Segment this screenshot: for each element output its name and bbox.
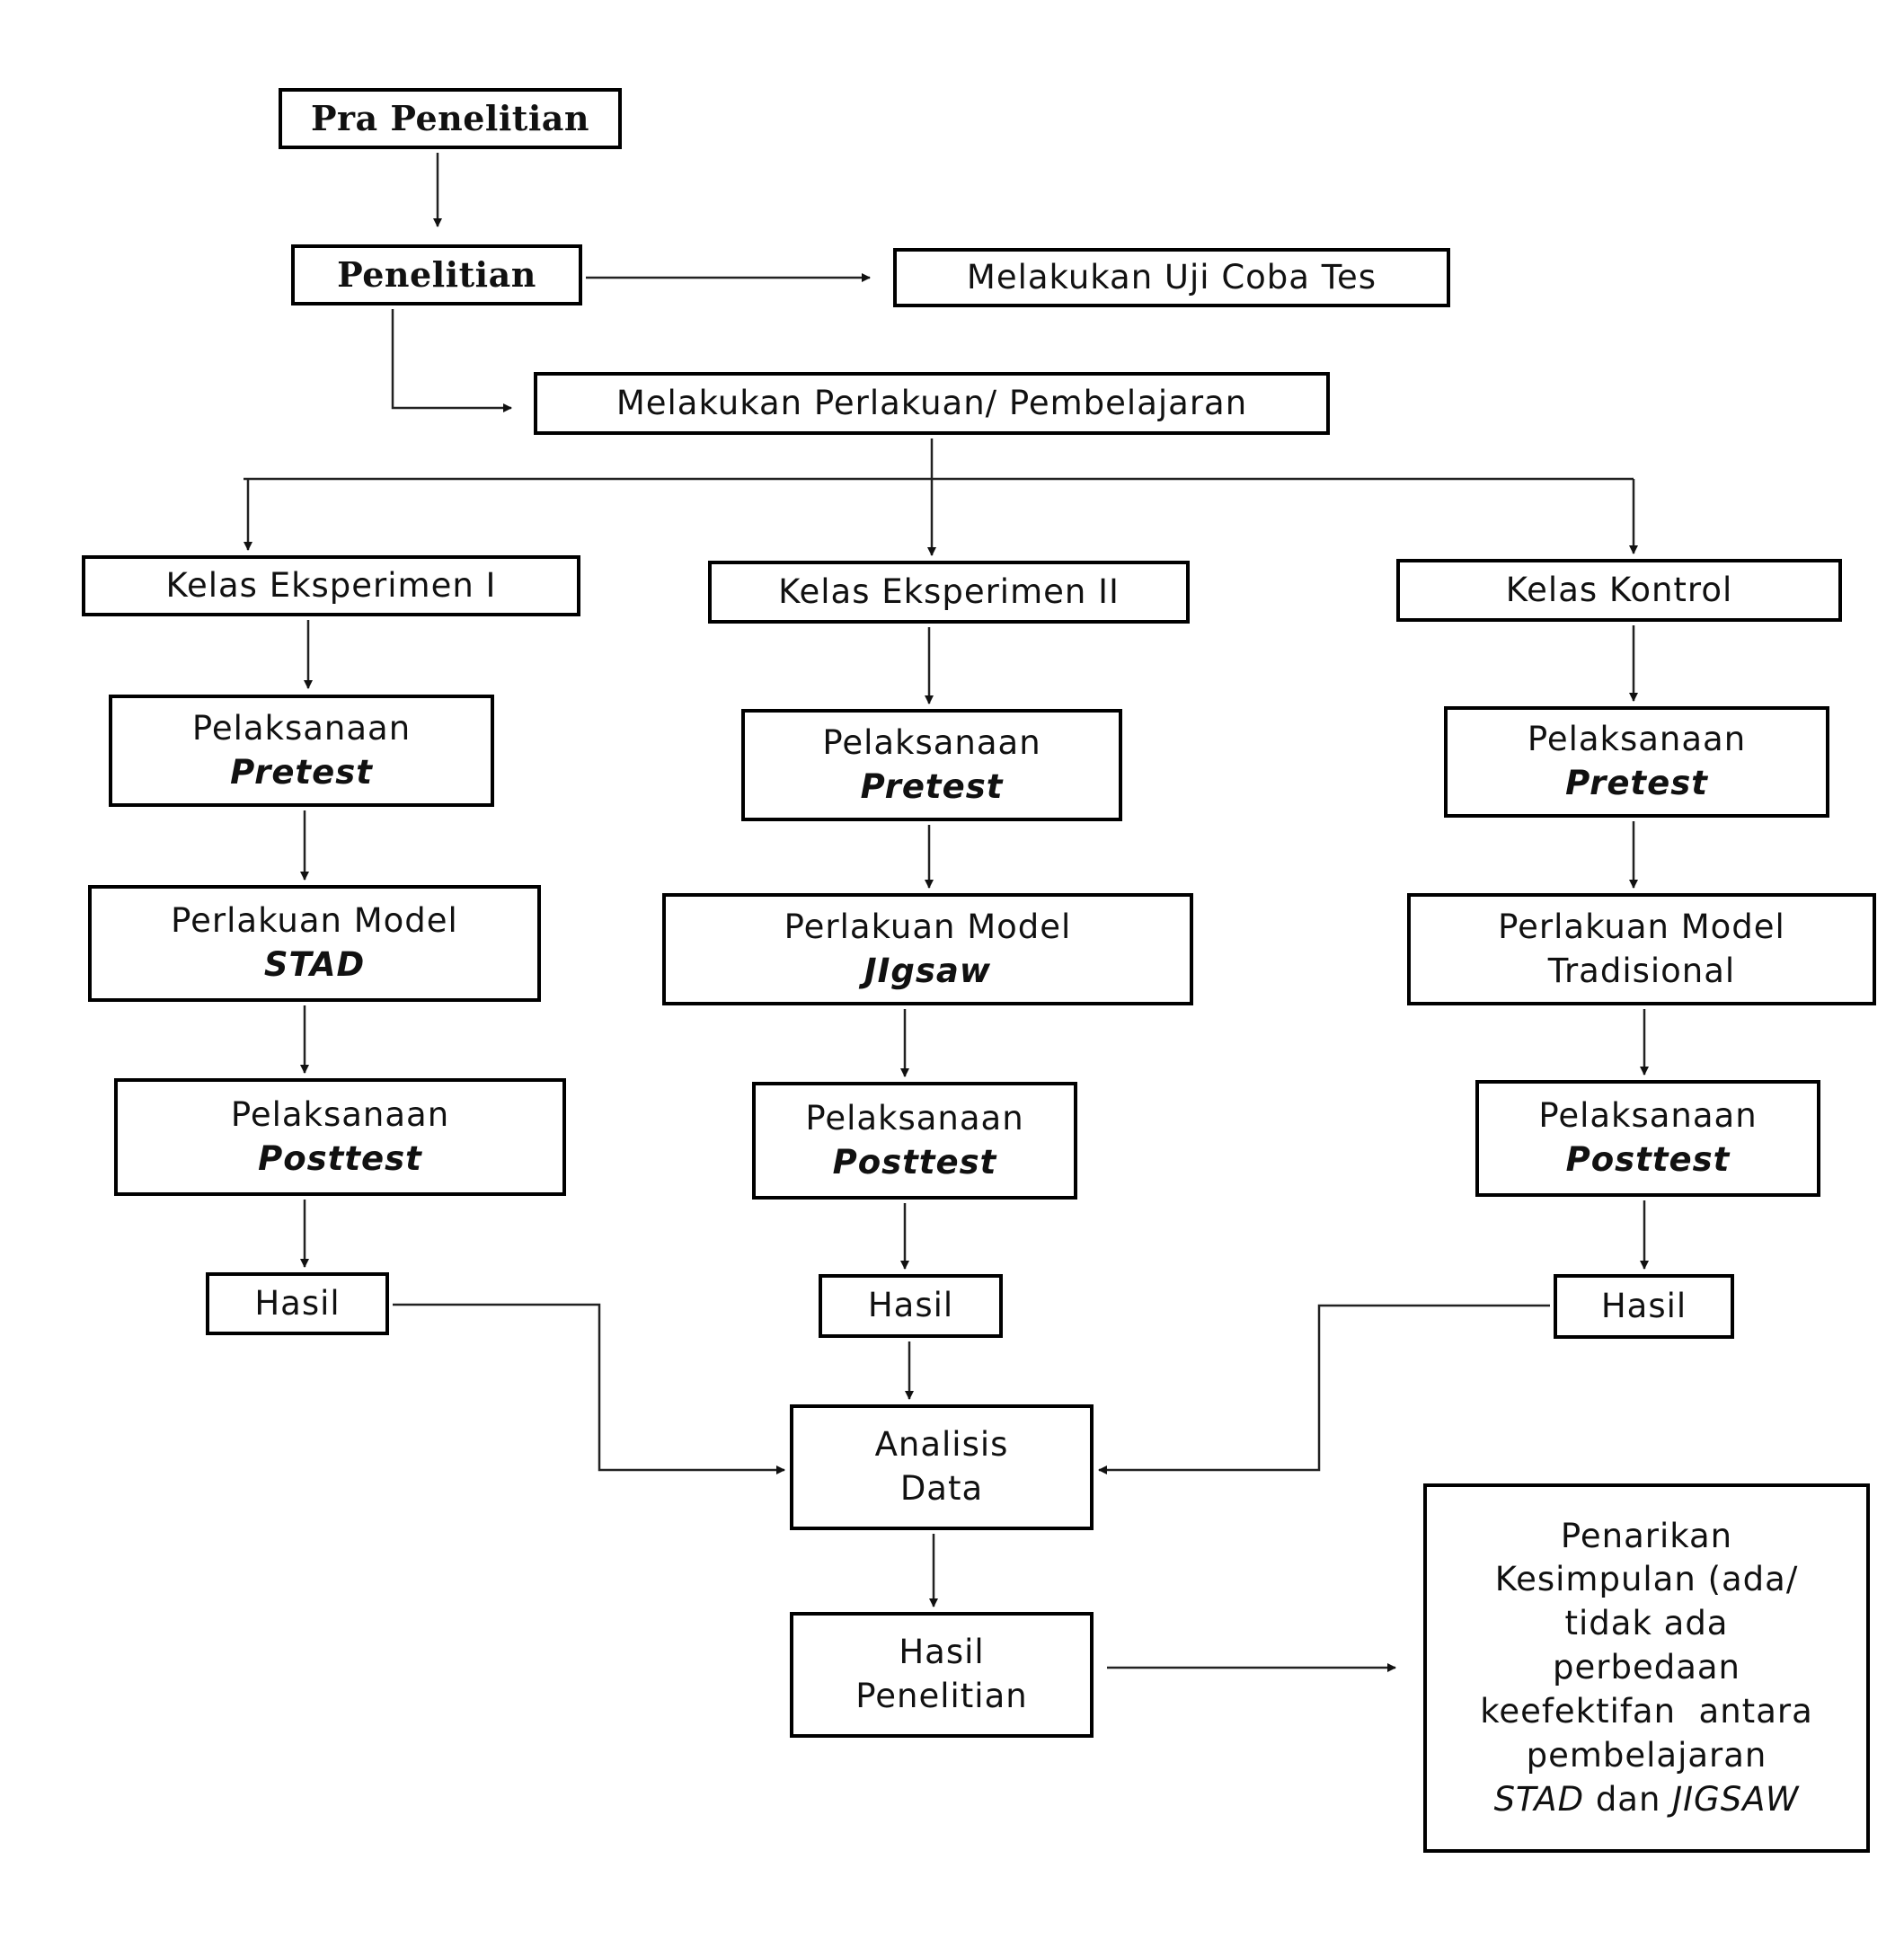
kesimpulan-stad: STAD [1493,1779,1585,1819]
analisis-label-line2: Data [899,1469,984,1508]
node-uji-coba-tes: Melakukan Uji Coba Tes [893,248,1450,307]
node-hasil-2: Hasil [819,1274,1003,1338]
pelaksanaan-label: Pelaksanaan [230,1094,450,1134]
kesimpulan-line-3: tidak ada [1564,1604,1729,1643]
arrow-penelitian-to-perlakuan [391,309,512,412]
posttest-label: Posttest [1565,1140,1731,1179]
perlakuan-model-label: Perlakuan Model [171,901,458,941]
pretest-label: Pretest [230,752,373,792]
hasil-label: Hasil [867,1286,954,1325]
node-analisis-data: Analisis Data [790,1404,1094,1530]
pelaksanaan-label: Pelaksanaan [1527,720,1747,759]
node-model-jigsaw: Perlakuan Model JIgsaw [662,893,1193,1005]
kesimpulan-line-2: Kesimpulan (ada/ [1494,1560,1799,1599]
node-perlakuan-pembelajaran: Melakukan Perlakuan/ Pembelajaran [534,372,1330,435]
node-pra-penelitian-label: Pra Penelitian [310,97,590,138]
hasil-penelitian-label-line2: Penelitian [855,1677,1028,1715]
node-kelas-kontrol-label: Kelas Kontrol [1505,570,1733,609]
node-kelas-kontrol: Kelas Kontrol [1396,559,1842,622]
pretest-label: Pretest [1565,764,1708,802]
node-perlakuan-pembelajaran-label: Melakukan Perlakuan/ Pembelajaran [615,383,1248,422]
node-posttest-1: Pelaksanaan Posttest [114,1078,566,1196]
pelaksanaan-label: Pelaksanaan [1538,1096,1758,1136]
node-pretest-2: Pelaksanaan Pretest [741,709,1122,821]
hasil-label: Hasil [1600,1286,1687,1325]
model-stad-label: STAD [263,945,366,984]
node-penelitian-label: Penelitian [337,253,536,295]
node-kelas-eksperimen-2: Kelas Eksperimen II [708,561,1190,624]
node-posttest-3: Pelaksanaan Posttest [1475,1080,1820,1197]
hasil-penelitian-label-line1: Hasil [899,1633,985,1672]
node-model-tradisional: Perlakuan Model Tradisional [1407,893,1876,1005]
kesimpulan-line-7: STAD dan JIGSAW [1494,1778,1800,1822]
node-posttest-2: Pelaksanaan Posttest [752,1082,1077,1200]
node-uji-coba-tes-label: Melakukan Uji Coba Tes [966,257,1377,297]
kesimpulan-line-6: pembelajaran [1526,1735,1767,1775]
node-hasil-1: Hasil [206,1272,389,1335]
kesimpulan-line-4: perbedaan [1553,1648,1740,1687]
analisis-label-line1: Analisis [874,1425,1009,1465]
kesimpulan-line-5: keefektifan antara [1480,1691,1813,1731]
node-kelas-eksperimen-1: Kelas Eksperimen I [82,555,580,616]
hasil-label: Hasil [254,1283,341,1323]
node-hasil-penelitian: Hasil Penelitian [790,1612,1094,1738]
node-pretest-1: Pelaksanaan Pretest [109,695,494,807]
node-kelas-eksperimen-2-label: Kelas Eksperimen II [778,571,1120,611]
kesimpulan-dan: dan [1584,1779,1673,1819]
perlakuan-model-label: Perlakuan Model [784,907,1072,946]
node-penelitian: Penelitian [291,244,582,305]
node-kelas-eksperimen-1-label: Kelas Eksperimen I [165,565,497,605]
kesimpulan-line-1: Penarikan [1560,1516,1733,1555]
kesimpulan-jigsaw: JIGSAW [1672,1779,1800,1819]
arrow-hasil1-to-analisis [393,1303,785,1474]
arrow-hasil3-to-analisis [1098,1304,1550,1474]
node-pra-penelitian: Pra Penelitian [279,88,622,149]
node-pretest-3: Pelaksanaan Pretest [1444,706,1829,818]
posttest-label: Posttest [832,1142,997,1182]
node-hasil-3: Hasil [1554,1274,1734,1339]
pretest-label: Pretest [860,766,1004,806]
pelaksanaan-label: Pelaksanaan [822,722,1041,762]
pelaksanaan-label: Pelaksanaan [805,1098,1024,1138]
perlakuan-model-label: Perlakuan Model [1498,907,1785,946]
node-penarikan-kesimpulan: Penarikan Kesimpulan (ada/ tidak ada per… [1423,1483,1870,1853]
model-jigsaw-label: JIgsaw [863,951,992,990]
pelaksanaan-label: Pelaksanaan [191,708,412,748]
node-model-stad: Perlakuan Model STAD [88,885,541,1002]
posttest-label: Posttest [258,1138,422,1178]
model-tradisional-label: Tradisional [1547,951,1736,990]
